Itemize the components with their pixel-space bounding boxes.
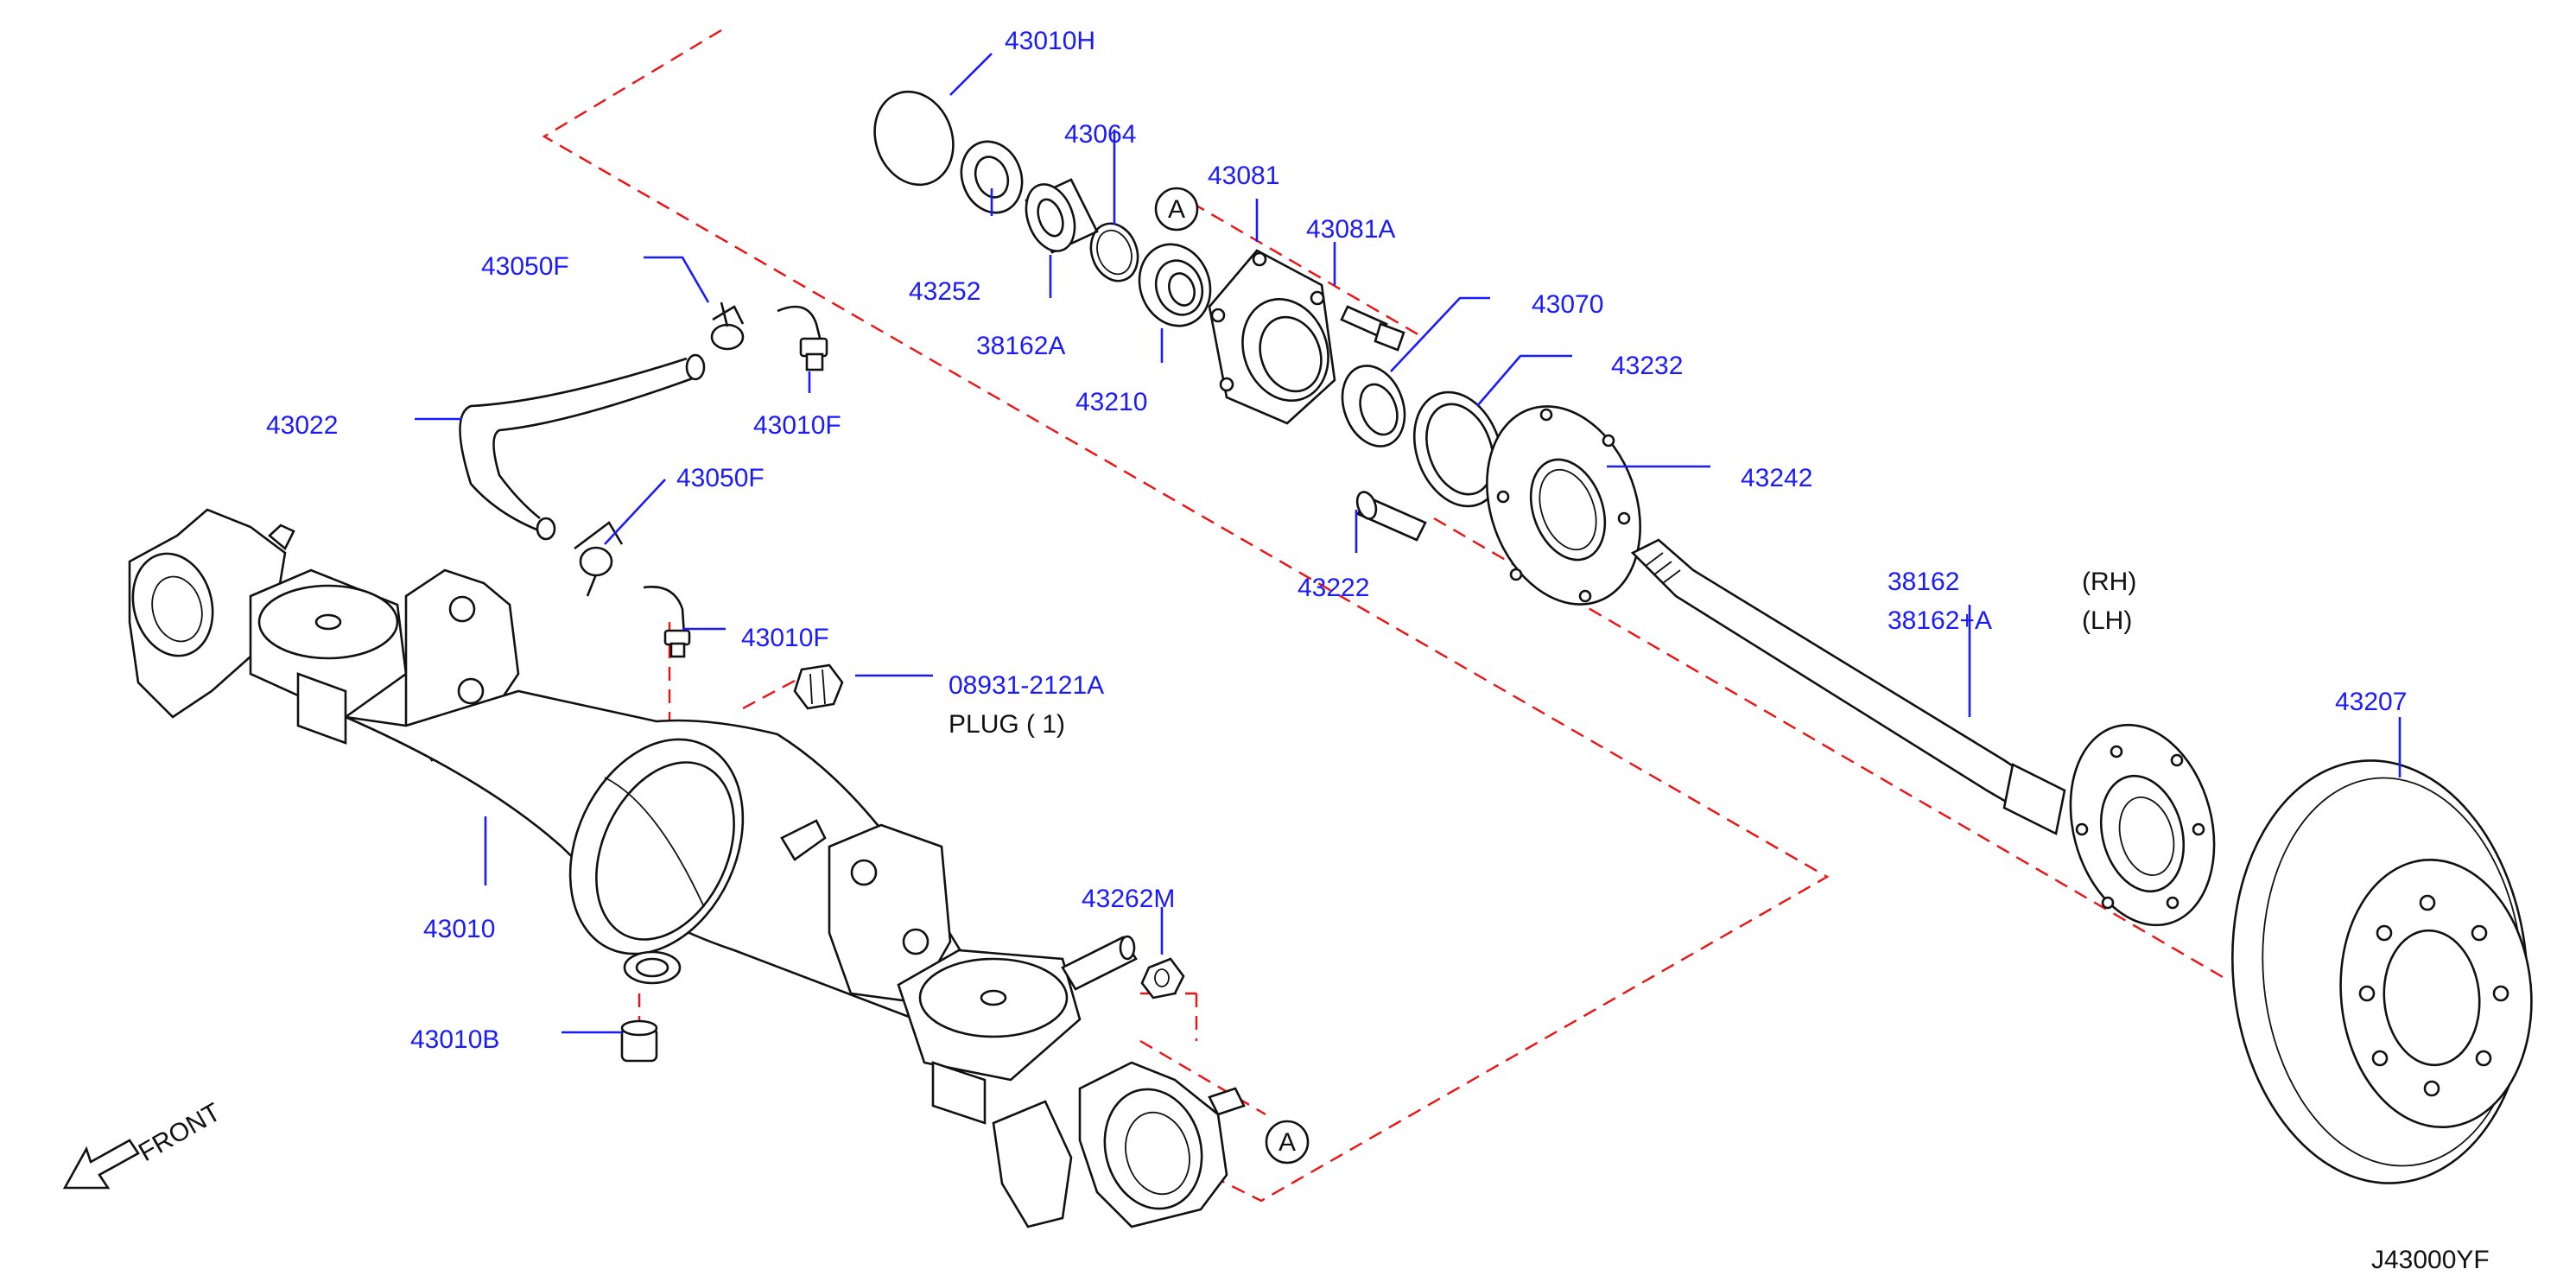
label-43210: 43210 — [1075, 388, 1147, 416]
label-43010F-top: 43010F — [753, 411, 841, 440]
label-43064: 43064 — [1064, 120, 1136, 149]
label-43262M: 43262M — [1082, 885, 1175, 913]
label-38162-plus-a: 38162+A — [1888, 606, 1992, 635]
reference-a-top-label: A — [1168, 195, 1185, 224]
label-43242: 43242 — [1741, 464, 1812, 492]
snap-ring-43064 — [1089, 222, 1139, 282]
seal-43070 — [1341, 365, 1406, 447]
front-label: FRONT — [134, 1098, 225, 1167]
label-43252: 43252 — [909, 277, 980, 306]
label-43081A: 43081A — [1306, 215, 1395, 244]
nut-43262M — [1140, 957, 1185, 1000]
bearing-43210 — [1138, 243, 1212, 327]
label-43081: 43081 — [1208, 162, 1279, 190]
label-08931-2121A: 08931-2121A — [949, 671, 1104, 700]
stud-bolt-43222 — [1355, 491, 1427, 542]
gasket-43232 — [1412, 390, 1504, 508]
bearing-housing-43081 — [1208, 249, 1336, 425]
brake-drum-43207 — [2231, 759, 2533, 1184]
part-labels: 43010H 43064 43081 43081A 43252 38162A 4… — [266, 27, 2490, 1274]
label-43050F-top: 43050F — [481, 252, 569, 281]
breather-43010F-mid — [643, 585, 691, 658]
bolt-43081A — [1340, 305, 1405, 352]
label-43010F-mid: 43010F — [741, 624, 829, 652]
label-38162: 38162 — [1888, 568, 1959, 596]
label-plug: PLUG ( 1) — [949, 710, 1065, 739]
label-43232: 43232 — [1611, 352, 1683, 380]
label-43222: 43222 — [1298, 574, 1369, 602]
label-43010H: 43010H — [1005, 27, 1095, 55]
label-43207: 43207 — [2335, 688, 2407, 716]
seal-43252 — [960, 140, 1024, 214]
reference-a-bottom-label: A — [1278, 1128, 1296, 1157]
label-43010: 43010 — [423, 915, 495, 943]
o-ring-43010H — [873, 90, 955, 187]
front-arrow: FRONT — [62, 1098, 225, 1190]
plate-43242 — [1486, 405, 1641, 606]
breather-43010F-top — [777, 305, 828, 371]
assembly-dashed-lines — [542, 29, 2230, 1203]
label-38162A: 38162A — [976, 332, 1065, 360]
drain-plug-43010B — [620, 1019, 658, 1063]
leader-lines — [415, 53, 2402, 1034]
reference-a-top: A — [1154, 187, 1199, 232]
label-43010B: 43010B — [410, 1025, 499, 1054]
clip-43050F-top — [710, 301, 745, 351]
label-rh: (RH) — [2082, 568, 2136, 596]
bearing-38162A — [1025, 178, 1099, 254]
label-43050F-mid: 43050F — [676, 464, 765, 492]
axle-shaft-38162 — [1630, 538, 2216, 927]
axle-housing-43010 — [128, 508, 1246, 1228]
label-lh: (LH) — [2082, 606, 2132, 635]
reference-a-bottom: A — [1265, 1120, 1310, 1165]
clip-43050F-mid — [574, 521, 624, 597]
plug-08931-2121A — [793, 663, 844, 710]
label-43022: 43022 — [266, 411, 338, 440]
hose-43022 — [459, 353, 706, 541]
label-43070: 43070 — [1532, 290, 1603, 319]
diagram-code: J43000YF — [2371, 1246, 2490, 1274]
